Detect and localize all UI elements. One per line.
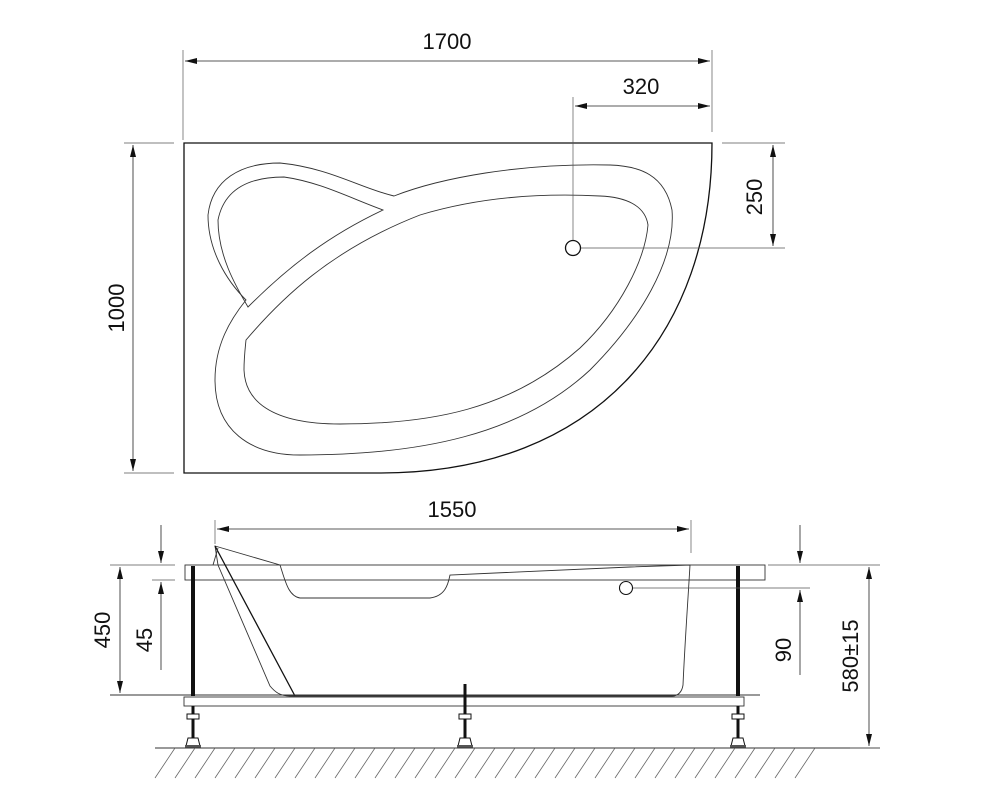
top-view: 1700 320 250 1000 bbox=[104, 29, 785, 474]
basin-inner bbox=[243, 194, 649, 425]
drain-icon bbox=[564, 239, 582, 257]
rim-outline-outer bbox=[207, 162, 673, 456]
floor-hatch bbox=[154, 747, 880, 779]
dim-overall-width: 1000 bbox=[104, 284, 129, 333]
leg-left bbox=[185, 566, 201, 748]
dim-drain-offset-vertical: 250 bbox=[742, 179, 767, 216]
tub-body-outline bbox=[214, 545, 691, 697]
dim-overflow-height: 90 bbox=[771, 638, 796, 662]
leg-right bbox=[730, 566, 746, 748]
dim-depth: 450 bbox=[90, 612, 115, 649]
headrest-inner bbox=[217, 176, 385, 308]
tub-outer-outline bbox=[183, 142, 713, 474]
rim-slab bbox=[184, 564, 766, 581]
leg-middle bbox=[457, 684, 473, 748]
dim-drain-offset-horizontal: 320 bbox=[623, 74, 660, 99]
dim-inner-length: 1550 bbox=[428, 497, 477, 522]
overflow-icon bbox=[618, 580, 634, 596]
dim-overall-length: 1700 bbox=[423, 29, 472, 54]
dim-total-height: 580±15 bbox=[838, 619, 863, 692]
dim-rim-thickness: 45 bbox=[132, 628, 157, 652]
side-view: 1550 450 45 90 580±15 bbox=[90, 497, 880, 779]
